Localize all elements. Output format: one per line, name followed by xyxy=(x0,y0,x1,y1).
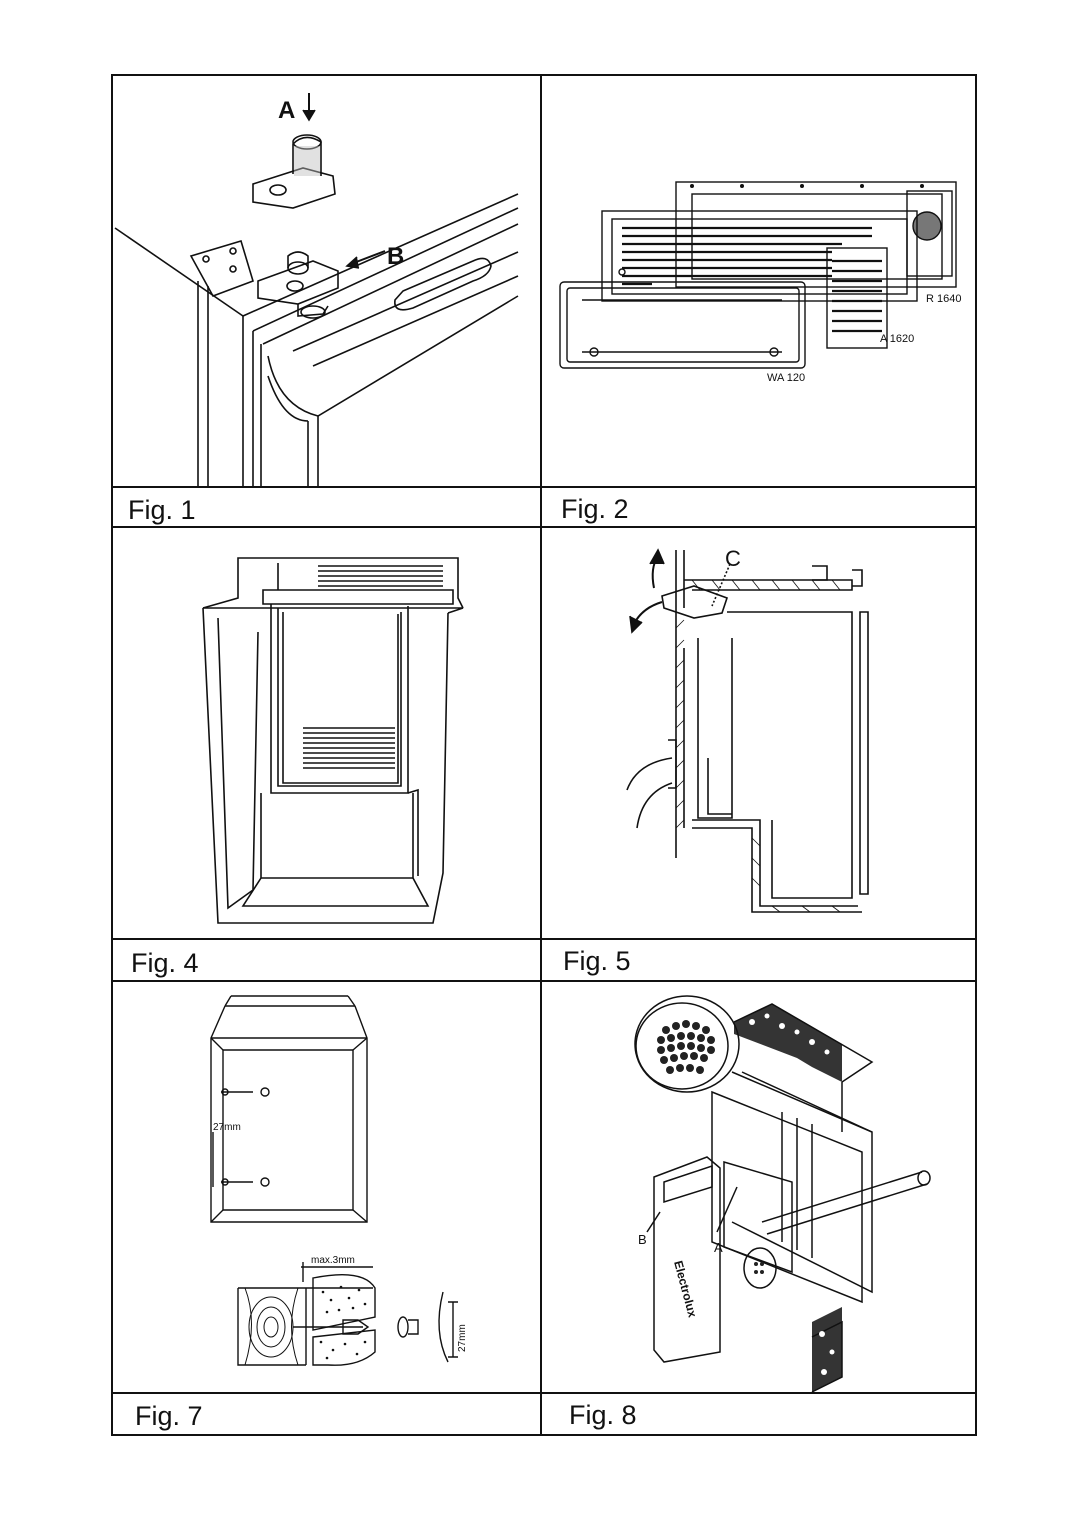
fig5-label-c: C xyxy=(725,546,741,571)
frame-right xyxy=(975,74,977,1436)
fig7-label-dim2: max.3mm xyxy=(311,1255,355,1266)
row2-caption-line xyxy=(111,938,977,940)
fig2-illustration: R 1640 A 1620 WA 120 xyxy=(559,181,961,384)
frame-left xyxy=(111,74,113,1436)
fig7-illustration: 27mm max.3mm 27mm xyxy=(210,995,468,1366)
frame-top xyxy=(111,74,977,76)
fig1-illustration: A B xyxy=(114,93,519,486)
fig8-caption: Fig. 8 xyxy=(569,1400,637,1430)
row1-caption-line xyxy=(111,486,977,488)
frame-bottom xyxy=(111,1434,977,1436)
fig8-brand-label: Electrolux xyxy=(671,1259,700,1319)
row1-bottom xyxy=(111,526,977,528)
fig4-caption: Fig. 4 xyxy=(131,948,199,978)
row2-bottom xyxy=(111,980,977,982)
fig8-label-a: A xyxy=(714,1240,723,1255)
fig1-label-a: A xyxy=(278,97,295,124)
figure-sheet: Fig. 1 Fig. 2 Fig. 4 Fig. 5 Fig. 7 Fig. … xyxy=(111,74,977,1436)
fig7-caption: Fig. 7 xyxy=(135,1401,203,1431)
fig7-label-dim1: 27mm xyxy=(213,1122,241,1133)
fig2-caption: Fig. 2 xyxy=(561,494,629,524)
fig7-label-dim3: 27mm xyxy=(457,1324,468,1352)
fig5-caption: Fig. 5 xyxy=(563,946,631,976)
fig5-illustration: C xyxy=(626,546,869,913)
fig1-label-b: B xyxy=(387,243,404,270)
fig2-label-wa120: WA 120 xyxy=(767,372,805,384)
fig2-label-a1620: A 1620 xyxy=(880,333,914,345)
fig2-label-r1640: R 1640 xyxy=(926,293,961,305)
fig8-label-b: B xyxy=(638,1232,647,1247)
frame-middle xyxy=(540,74,542,1436)
fig4-illustration xyxy=(202,557,464,924)
row3-caption-line xyxy=(111,1392,977,1394)
fig1-caption: Fig. 1 xyxy=(128,495,196,525)
fig8-illustration: A B Electrolux xyxy=(634,995,931,1393)
